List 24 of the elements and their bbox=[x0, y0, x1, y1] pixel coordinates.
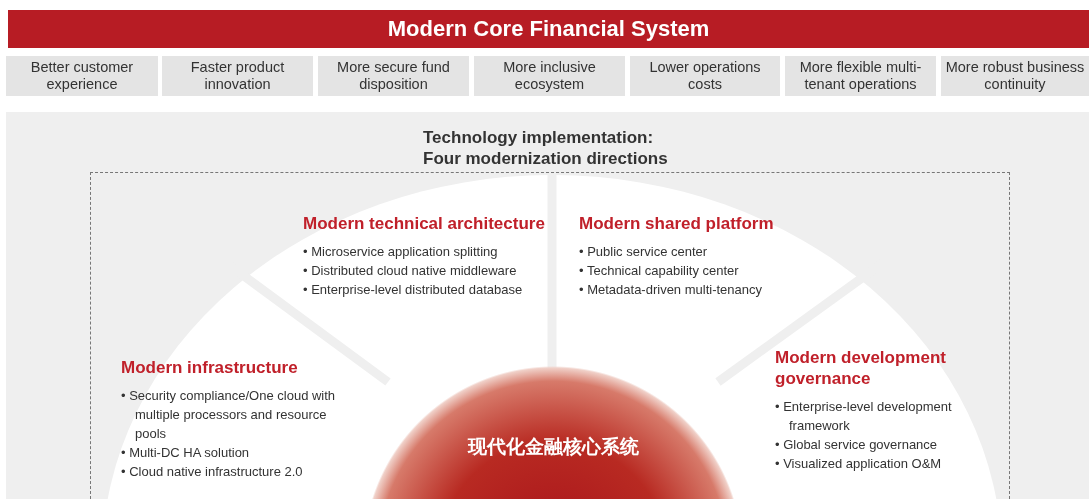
bullet-item: • Multi-DC HA solution bbox=[121, 444, 251, 462]
bullet-item: • Security compliance/One cloud with multiple processors and resource pools bbox=[121, 387, 337, 443]
title-banner: Modern Core Financial System bbox=[8, 10, 1089, 48]
bullet-item: • Global service governance bbox=[775, 436, 939, 454]
bullet-item: • Microservice application splitting bbox=[303, 243, 499, 261]
bullet-item: • Enterprise-level distributed database bbox=[303, 281, 524, 299]
bullet-item: • Enterprise-level development framework bbox=[775, 398, 953, 435]
sector-heading: Modern technical architecture bbox=[303, 213, 546, 234]
bullet-item: • Visualized application O&M bbox=[775, 455, 943, 473]
sector-heading: Modern infrastructure bbox=[121, 357, 299, 378]
benefit-box: More flexible multi-tenant operations bbox=[785, 56, 936, 96]
benefit-box: More inclusive ecosystem bbox=[474, 56, 625, 96]
bullet-item: • Cloud native infrastructure 2.0 bbox=[121, 463, 304, 481]
benefit-box: Faster product innovation bbox=[162, 56, 313, 96]
bullet-item: • Distributed cloud native middleware bbox=[303, 262, 518, 280]
bullet-item: • Metadata-driven multi-tenancy bbox=[579, 281, 764, 299]
benefit-box: More robust business continuity bbox=[941, 56, 1089, 96]
benefit-box: More secure fund disposition bbox=[318, 56, 469, 96]
sector-heading: Modern shared platform bbox=[579, 213, 775, 234]
bullet-item: • Public service center bbox=[579, 243, 709, 261]
benefit-box: Lower operations costs bbox=[630, 56, 780, 96]
benefit-box: Better customer experience bbox=[6, 56, 158, 96]
sector-heading: Modern development governance bbox=[775, 347, 947, 389]
bullet-item: • Technical capability center bbox=[579, 262, 740, 280]
